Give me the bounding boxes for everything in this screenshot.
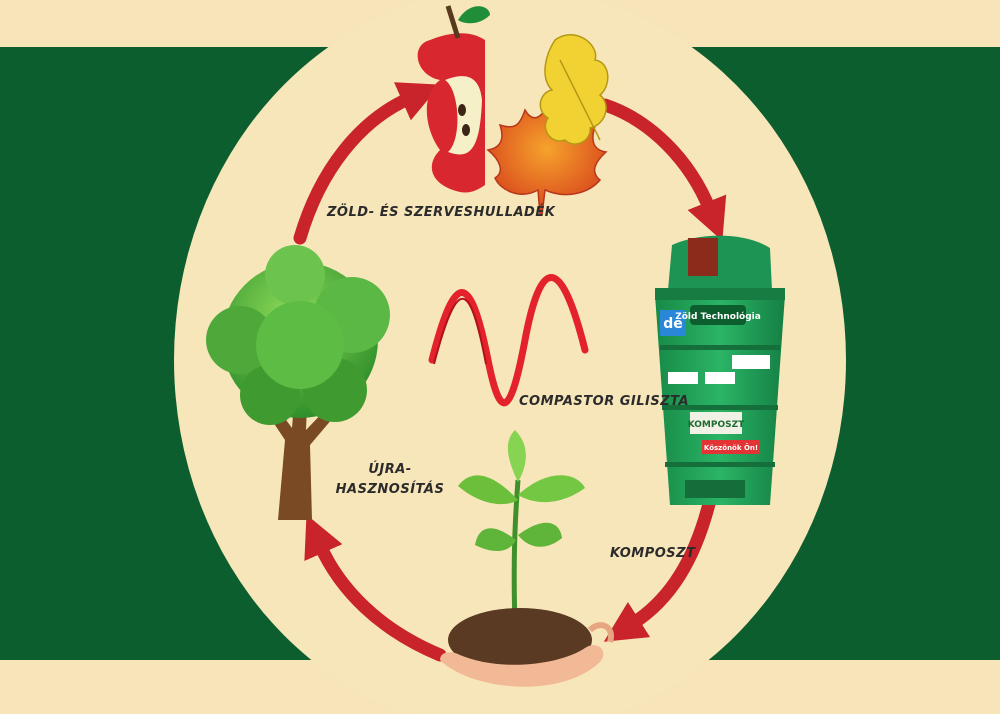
compost-bin-icon <box>655 235 785 505</box>
bin-thanks-text: Köszönök Ön! <box>704 443 758 452</box>
tree-icon <box>206 245 390 520</box>
worm-label: COMPASTOR GILISZTA <box>519 394 690 409</box>
arrow-bin-to-compost <box>603 493 717 642</box>
reuse-label: ÚJRA- HASZNOSÍTÁS <box>330 460 450 500</box>
reuse-label-line2: HASZNOSÍTÁS <box>335 482 445 497</box>
arrow-waste-to-bin <box>598 98 727 241</box>
bin-compost-sign-text: KOMPOSZT <box>688 420 745 430</box>
bin-brand-text: Zöld Technológia <box>675 311 761 322</box>
waste-label: ZÖLD- ÉS SZERVESHULLADÉK <box>327 205 556 220</box>
reuse-label-line1: ÚJRA- <box>368 462 412 477</box>
seedling-in-hand-icon <box>440 430 614 687</box>
compost-label: KOMPOSZT <box>610 546 696 561</box>
arrow-tree-to-waste <box>293 82 441 245</box>
cycle-arrows <box>293 82 727 662</box>
worm-icon <box>428 274 589 407</box>
bin-badge-text: de <box>663 316 683 332</box>
apple-core-icon <box>417 5 490 193</box>
arrow-compost-to-tree <box>304 514 447 662</box>
